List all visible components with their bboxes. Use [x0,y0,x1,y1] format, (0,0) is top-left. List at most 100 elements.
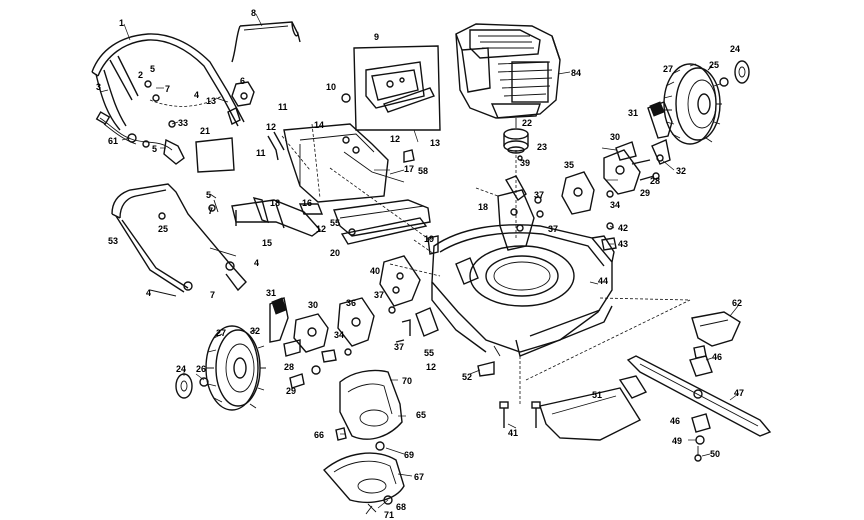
callout-67: 67 [414,472,424,482]
blade-adapter-46 [689,345,713,462]
rear-wheel-27-upper [663,60,750,145]
callout-37: 37 [534,190,544,200]
callout-28: 28 [650,176,660,186]
handle-upper-bracket-8 [231,21,301,63]
callout-35: 35 [564,160,574,170]
rear-bracket-assembly [195,123,431,245]
callout-84: 84 [571,68,581,78]
callout-66: 66 [314,430,324,440]
callout-13-b: 13 [206,96,216,106]
callout-43: 43 [618,239,628,249]
callout-15: 15 [262,238,272,248]
lower-handle-53 [111,183,247,297]
callout-55-b: 55 [424,348,434,358]
callout-18-b: 18 [270,198,280,208]
engine-84 [455,23,561,128]
callout-37-b: 37 [548,224,558,234]
upper-handle [91,33,245,131]
callout-21: 21 [200,126,210,136]
callout-23: 23 [537,142,547,152]
callout-26: 26 [196,364,206,374]
callout-19: 19 [424,234,434,244]
callout-62: 62 [732,298,742,308]
callout-27-b: 27 [216,328,226,338]
engine-pulley-22-23 [503,128,529,240]
callout-36: 36 [346,298,356,308]
rear-flap-52 [477,361,495,377]
leader-lines [99,13,739,509]
callout-17: 17 [404,164,414,174]
callout-65: 65 [416,410,426,420]
callout-50: 50 [710,449,720,459]
callout-2: 2 [138,70,143,80]
callout-70: 70 [402,376,412,386]
callout-37-d: 37 [394,342,404,352]
callout-25-b: 25 [158,224,168,234]
callout-14: 14 [314,120,324,130]
callout-58: 58 [418,166,428,176]
callout-41: 41 [508,428,518,438]
callout-30-b: 30 [308,300,318,310]
callout-6: 6 [240,76,245,86]
rear-skirt-65 [335,369,403,441]
callout-61: 61 [108,136,118,146]
callout-4: 4 [194,90,199,100]
rear-wheel-27-lower [175,325,266,411]
callout-44: 44 [598,276,608,286]
callout-5-b: 5 [152,144,157,154]
callout-9: 9 [374,32,379,42]
callout-11: 11 [278,102,288,112]
callout-32-b: 32 [250,326,260,336]
callout-20: 20 [330,248,340,258]
callout-49: 49 [672,436,682,446]
callout-labels: 1 8 9 84 24 25 27 31 32 28 29 30 34 35 2… [96,8,744,520]
callout-29: 29 [640,188,650,198]
callout-37-c: 37 [374,290,384,300]
callout-18: 18 [478,202,488,212]
callout-12-d: 12 [426,362,436,372]
callout-7: 7 [165,84,170,94]
callout-47: 47 [734,388,744,398]
baffle-51 [539,375,648,441]
baffle-62 [691,311,741,347]
callout-30: 30 [610,132,620,142]
callout-40: 40 [370,266,380,276]
callout-55: 55 [330,218,340,228]
callout-12-b: 12 [390,134,400,144]
bolts-41 [499,356,541,428]
callout-51: 51 [592,390,602,400]
height-adjuster-upper [534,101,673,251]
blade-47 [626,355,772,437]
callout-10: 10 [326,82,336,92]
callout-7-c: 7 [210,290,215,300]
callout-4-b: 4 [254,258,259,268]
callout-1: 1 [119,18,124,28]
callout-12-c: 12 [316,224,326,234]
callout-46: 46 [712,352,722,362]
callout-42: 42 [618,223,628,233]
callout-46-b: 46 [670,416,680,426]
rear-skirt-67 [322,441,405,515]
callout-13: 13 [430,138,440,148]
callout-71: 71 [384,510,394,520]
callout-69: 69 [404,450,414,460]
callout-7-b: 7 [208,206,213,216]
callout-31-b: 31 [266,288,276,298]
callout-11-b: 11 [256,148,266,158]
callout-5: 5 [150,64,155,74]
callout-8: 8 [251,8,256,18]
callout-27: 27 [663,64,673,74]
callout-24: 24 [730,44,740,54]
mower-deck-44 [379,175,615,357]
callout-33: 33 [178,118,188,128]
callout-4-c: 4 [146,288,151,298]
callout-68: 68 [396,502,406,512]
callout-34-b: 34 [334,330,344,340]
alignment-lines [329,167,691,381]
callout-12: 12 [266,122,276,132]
callout-24-b: 24 [176,364,186,374]
deflector-assembly-9 [341,45,441,131]
callout-16: 16 [302,198,312,208]
height-adjuster-lower [269,297,396,389]
callout-3: 3 [96,82,101,92]
